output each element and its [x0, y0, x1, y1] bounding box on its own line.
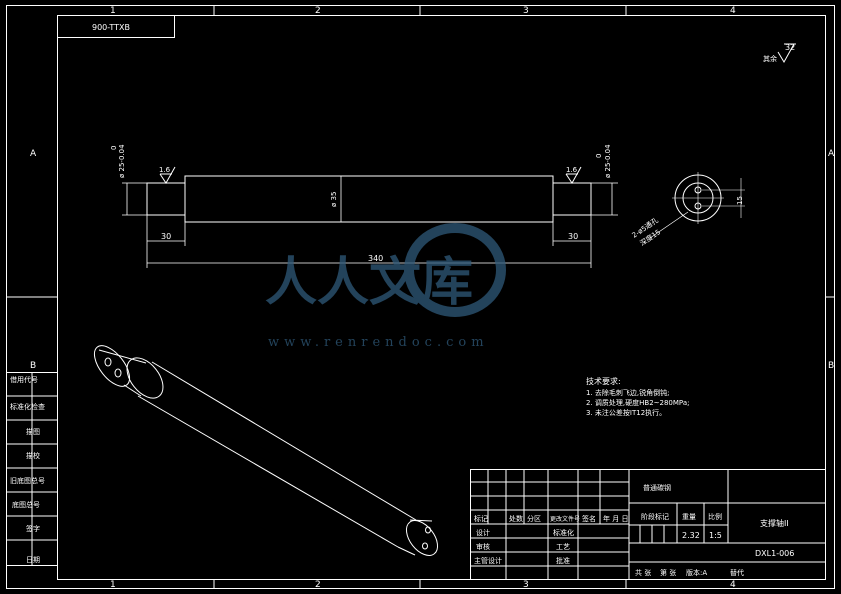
sidebar-label-7: 日期 [26, 556, 40, 564]
shaft-isometric-view [93, 345, 439, 556]
left-tolerance-upper: 0 [110, 146, 118, 150]
rev-header-5: 年 月 日 [603, 514, 628, 523]
left-tolerance-main: ø 25-0.04 [118, 144, 126, 178]
role-approve: 批准 [556, 556, 570, 565]
right-roughness-symbol: 1.6 [565, 166, 582, 184]
shaft-end-view [649, 172, 745, 239]
tech-requirements: 技术要求: 1. 去除毛刺飞边,锐角倒钝; 2. 调质处理,硬度HB2~280M… [586, 376, 689, 417]
watermark: 人人文库 www.renrendoc.com [265, 223, 506, 350]
tech-requirements-title: 技术要求: [586, 376, 621, 386]
tech-requirement-2: 2. 调质处理,硬度HB2~280MPa; [586, 398, 689, 407]
rev-header-0: 标记 [474, 514, 488, 523]
sheet-total: 共 张 [635, 568, 651, 577]
roughness-corner-label: 其余 [763, 54, 777, 63]
left-roughness-value: 1.6 [159, 166, 171, 174]
title-part-name: 支撑轴II [760, 518, 789, 528]
col-number-3-bottom: 3 [523, 580, 529, 590]
left-diameter-dimension [122, 182, 147, 216]
title-weight-value: 2.32 [682, 531, 700, 540]
grid-markers [6, 6, 834, 588]
tech-requirement-3: 3. 未注公差按IT12执行。 [586, 408, 666, 417]
sheet-replace: 替代 [730, 568, 744, 577]
total-length-label: 340 [368, 254, 383, 263]
sheet-number: 第 张 [660, 568, 676, 577]
end-view-height-dim: 15 [736, 196, 744, 205]
left-sidebar-table [6, 372, 58, 566]
roughness-corner-value: 32 [785, 43, 795, 52]
tech-requirement-1: 1. 去除毛刺飞边,锐角倒钝; [586, 388, 670, 397]
sidebar-label-5: 底图总号 [12, 500, 40, 509]
left-length-label: 30 [161, 232, 171, 241]
body-diameter-label: ø 35 [330, 192, 338, 207]
col-number-1-bottom: 1 [110, 580, 116, 590]
rev-header-4: 签名 [582, 514, 596, 523]
title-weight-label: 重量 [682, 513, 696, 521]
rev-header-3: 更改文件号 [550, 515, 580, 523]
col-number-2-bottom: 2 [315, 580, 321, 590]
rev-header-1: 处数 [509, 514, 523, 523]
drawing-code-box: 900-TTXB [57, 15, 175, 38]
sidebar-label-3: 描校 [26, 451, 40, 460]
right-length-label: 30 [568, 232, 578, 241]
title-drawing-number: DXL1-006 [755, 549, 794, 558]
role-supervisor: 主管设计 [474, 556, 502, 565]
rev-header-2: 分区 [527, 514, 541, 523]
role-process: 工艺 [556, 543, 570, 551]
title-stage-mark: 阶段标记 [641, 512, 669, 521]
roughness-corner: 32 其余 [763, 43, 796, 63]
row-letter-b-right: B [828, 361, 834, 371]
right-diameter-dimension [591, 182, 618, 216]
col-number-4-bottom: 4 [730, 580, 736, 590]
watermark-brand: 人人文库 [265, 253, 473, 313]
right-roughness-value: 1.6 [566, 166, 578, 174]
role-standard: 标准化 [553, 528, 574, 537]
left-roughness-symbol: 1.6 [159, 166, 176, 184]
sidebar-label-4: 旧底图总号 [10, 476, 45, 485]
drawing-code-text: 900-TTXB [92, 23, 130, 32]
right-tolerance-main: ø 25-0.04 [604, 144, 612, 178]
col-number-2: 2 [315, 6, 321, 16]
row-letter-a-right: A [828, 149, 835, 159]
col-number-3: 3 [523, 6, 529, 16]
role-design: 设计 [476, 528, 490, 537]
row-letter-a: A [30, 149, 37, 159]
sidebar-label-6: 签字 [26, 524, 40, 533]
col-number-1: 1 [110, 6, 116, 16]
sidebar-label-1: 标准化检查 [10, 402, 45, 411]
title-scale-value: 1:5 [709, 531, 722, 540]
col-number-4: 4 [730, 6, 736, 16]
role-review: 审核 [476, 542, 490, 551]
title-scale-label: 比例 [708, 512, 722, 521]
watermark-url: www.renrendoc.com [268, 335, 489, 350]
sheet-version: 版本:A [686, 568, 707, 577]
right-tolerance-upper: 0 [595, 154, 603, 158]
row-letter-b: B [30, 361, 36, 371]
sidebar-label-2: 描图 [26, 427, 40, 436]
shaft-front-view [146, 175, 592, 223]
title-block [470, 469, 826, 580]
title-material: 普通碳钢 [643, 483, 671, 492]
sidebar-label-0: 借用代号 [10, 375, 38, 384]
length-dimensions [146, 215, 592, 268]
